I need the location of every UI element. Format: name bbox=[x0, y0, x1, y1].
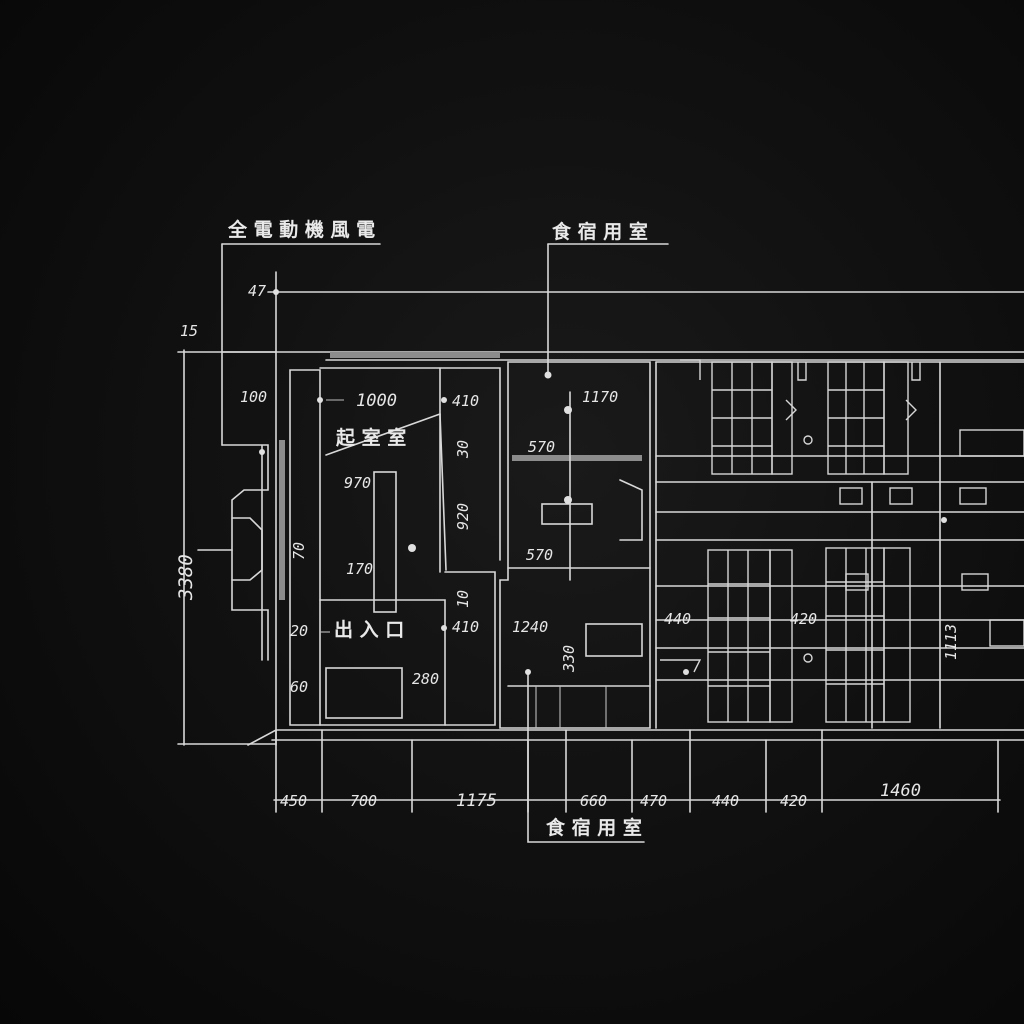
dim-bottom-1460: 1460 bbox=[880, 781, 921, 801]
middle-door-swing bbox=[619, 479, 643, 541]
room-a-outline bbox=[319, 367, 501, 561]
dim-420-right: 420 bbox=[790, 610, 817, 628]
left-node-1 bbox=[259, 449, 265, 455]
node-410b bbox=[441, 625, 447, 631]
dim-570b: 570 bbox=[526, 546, 553, 564]
dim-410a: 410 bbox=[452, 392, 479, 410]
leader-top-right-dot bbox=[544, 371, 552, 379]
dim-70: 70 bbox=[290, 542, 308, 560]
dim-overall-height: 3380 bbox=[175, 554, 197, 601]
dim-170: 170 bbox=[346, 560, 373, 578]
leader-bottom-dot bbox=[525, 669, 531, 675]
window-cluster-4 bbox=[825, 547, 911, 723]
dim-280: 280 bbox=[412, 670, 439, 688]
window-cluster-2 bbox=[827, 361, 909, 475]
dim-330: 330 bbox=[560, 645, 578, 673]
dim-bottom-ticks bbox=[275, 729, 999, 813]
dim-30: 30 bbox=[454, 440, 472, 459]
label-top-left: 全 電 動 機 風 電 bbox=[227, 218, 375, 241]
window-cluster-1 bbox=[711, 361, 793, 475]
dim-1113: 1113 bbox=[942, 624, 960, 660]
left-tank bbox=[231, 517, 263, 581]
window-cluster-3 bbox=[707, 549, 793, 723]
leader-room-a bbox=[325, 413, 441, 456]
dim-bottom-700: 700 bbox=[350, 792, 377, 810]
node-1000 bbox=[317, 397, 323, 403]
middle-node-2 bbox=[564, 496, 572, 504]
node-410a bbox=[441, 397, 447, 403]
label-bottom: 食 宿 用 室 bbox=[546, 816, 642, 839]
dim-bottom-450: 450 bbox=[280, 792, 307, 810]
dim-20: 20 bbox=[290, 622, 308, 640]
dim-left-small: 15 bbox=[180, 322, 198, 340]
entry-counter bbox=[325, 667, 403, 719]
dim-60: 60 bbox=[290, 678, 308, 696]
middle-lower-ticks bbox=[535, 686, 607, 728]
room-entry-outline bbox=[319, 599, 446, 726]
label-room-a: 起 室 室 bbox=[335, 426, 406, 449]
right-small-fixtures bbox=[660, 359, 1024, 675]
dim-1000: 1000 bbox=[356, 391, 397, 411]
room-a-center-dot bbox=[408, 544, 416, 552]
stair-column bbox=[373, 471, 397, 613]
dim-100: 100 bbox=[240, 388, 267, 406]
dim-410b: 410 bbox=[452, 618, 479, 636]
dim-1170: 1170 bbox=[582, 388, 618, 406]
room-b-outline bbox=[444, 571, 496, 726]
dim-970: 970 bbox=[344, 474, 371, 492]
dim-920: 920 bbox=[454, 503, 472, 530]
bottom-wall-line bbox=[247, 729, 1024, 746]
middle-block-outline bbox=[499, 361, 651, 729]
dim-bottom-420: 420 bbox=[780, 792, 807, 810]
middle-fixture bbox=[541, 503, 593, 525]
diag-brace bbox=[439, 413, 447, 571]
dim-570a: 570 bbox=[528, 438, 555, 456]
dim-bottom-470: 470 bbox=[640, 792, 667, 810]
label-top-right: 食 宿 用 室 bbox=[552, 220, 648, 243]
dim-10: 10 bbox=[454, 590, 472, 608]
dim-bottom-1175: 1175 bbox=[456, 791, 497, 811]
label-room-entrance: 出 入 口 bbox=[334, 618, 404, 641]
dim-top-47: 47 bbox=[248, 282, 266, 300]
dim-bottom-660: 660 bbox=[580, 792, 607, 810]
dim-1240: 1240 bbox=[512, 618, 548, 636]
dim-top-dot bbox=[273, 289, 279, 295]
middle-lower-fixture bbox=[585, 623, 643, 657]
dim-440-right: 440 bbox=[664, 610, 691, 628]
dim-bottom-440: 440 bbox=[712, 792, 739, 810]
middle-node-1 bbox=[564, 406, 572, 414]
left-bay-outline bbox=[221, 444, 269, 661]
